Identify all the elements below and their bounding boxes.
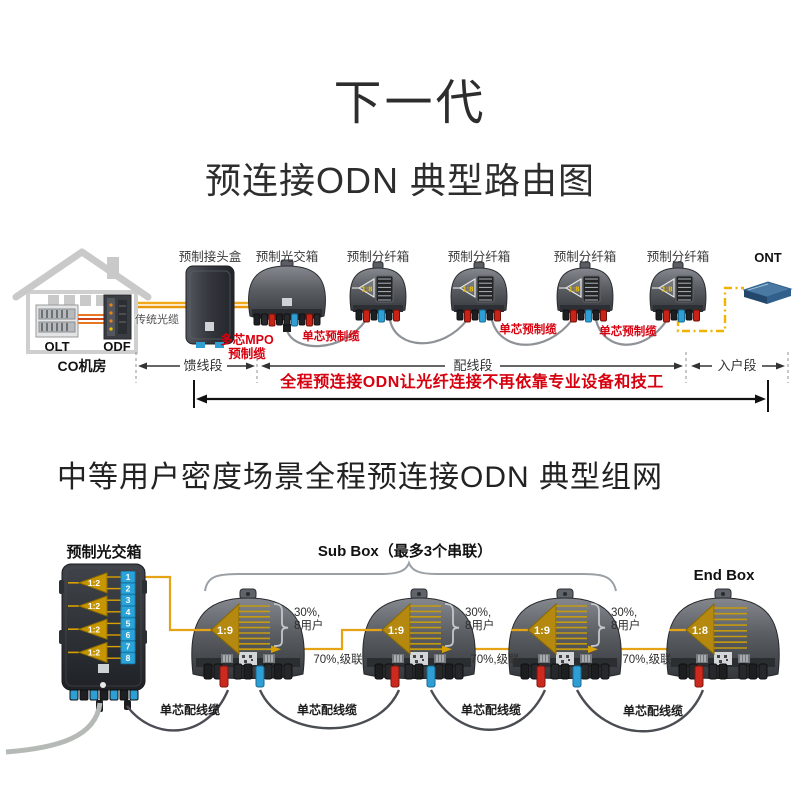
blue-connector (255, 665, 265, 688)
drop-cable-label-4: 单芯配线缆 (622, 704, 684, 718)
sub-box-interiors: 1:9 1:9 (194, 602, 747, 688)
cascade-label-1: 70%,级联 (313, 654, 363, 666)
ratio-label: 1:8 (692, 625, 708, 637)
node-label-dist-box-4: 预制分纤箱 (646, 250, 710, 264)
blue-connector (572, 665, 582, 688)
full-span-arrow (193, 380, 769, 412)
ratio-label: 1:9 (534, 625, 550, 637)
node-label-dist-box-1: 预制分纤箱 (346, 250, 410, 264)
section2-title: 中等用户密度场景全程预连接ODN 典型组网 (57, 461, 663, 494)
drop-cable-label-3: 单芯配线缆 (460, 703, 522, 717)
drop-cable-label-1: 单芯配线缆 (159, 703, 221, 717)
drop-cables (258, 689, 705, 733)
odf-label: ODF (103, 339, 131, 354)
segment-label-drop: 入户段 (717, 358, 757, 373)
subbox-brace (204, 560, 617, 592)
single-cable-label-2: 单芯预制缆 (499, 324, 557, 336)
banner-text: 全程预连接ODN让光纤连接不再依靠专业设备和技工 (280, 374, 664, 391)
single-cable-label-3: 单芯预制缆 (599, 326, 657, 338)
port-number: 5 (126, 618, 131, 628)
tap-pct: 30%, (611, 607, 638, 619)
splitter-ratio: 1:2 (88, 648, 101, 658)
port-number: 6 (126, 630, 131, 640)
mpo-cable-line1: 多芯MPO (220, 333, 274, 347)
red-connector (536, 665, 546, 688)
node-label-cross-cabinet: 预制光交箱 (255, 250, 319, 264)
tap-pct: 30%, (465, 607, 492, 619)
subbox-group-label: Sub Box（最多3个串联） (317, 543, 493, 560)
page-title: 下一代 (333, 77, 487, 130)
blue-connector (426, 665, 436, 688)
mpo-cable-label: 多芯MPO 预制缆 (220, 333, 273, 362)
node-label-dist-box-2: 预制分纤箱 (447, 250, 511, 264)
red-connector (219, 665, 229, 688)
tap-users: 8用户 (294, 619, 324, 632)
endbox-label: End Box (693, 567, 755, 584)
ont-label: ONT (754, 250, 782, 265)
end-box (666, 588, 780, 680)
sub-box-2 (362, 588, 476, 680)
tap-users: 8用户 (611, 619, 641, 632)
odf-cabinet (103, 294, 132, 340)
port-number: 8 (126, 653, 131, 663)
top-diagram: 1:8 1:8 1:8 (12, 248, 793, 412)
segment-label-distribution: 配线段 (453, 358, 493, 373)
cabinet-splitters: 1:2 1:2 1:2 1:2 (68, 572, 121, 664)
ont-device (742, 281, 793, 304)
cascade-label-3: 70%,级联 (622, 654, 672, 666)
tap-users: 8用户 (465, 619, 495, 632)
sub-box-3 (508, 588, 622, 680)
tap-pct: 30%, (294, 607, 321, 619)
olt-device (35, 304, 79, 338)
port-number: 3 (126, 595, 131, 605)
port-number: 1 (126, 572, 131, 582)
cable-nub (283, 324, 291, 332)
distribution-cables (285, 319, 668, 348)
red-connector (390, 665, 400, 688)
splitter-ratio: 1:2 (88, 601, 101, 611)
node-label-joint-box: 预制接头盒 (178, 250, 242, 264)
drop-cable-0 (126, 689, 230, 732)
olt-odf-cables (78, 314, 104, 324)
cross-connect-cabinet: 1:2 1:2 1:2 1:2 1 (59, 563, 147, 712)
ratio-label: 1:9 (388, 625, 404, 637)
co-room-label: CO机房 (57, 358, 107, 374)
mpo-cable-line2: 预制缆 (228, 347, 266, 362)
cabinet-ports: 1 2 3 4 5 6 7 8 (120, 571, 136, 665)
tap-label-3: 30%, 8用户 (611, 607, 640, 632)
segment-dimensions (135, 352, 789, 383)
tap-label-1: 30%, 8用户 (294, 607, 323, 632)
ont-drop-cable (676, 286, 744, 333)
olt-label: OLT (44, 339, 70, 354)
splitter-ratio: 1:2 (88, 624, 101, 634)
ratio-label: 1:8 (463, 285, 474, 294)
joint-box (185, 265, 235, 348)
tap-label-2: 30%, 8用户 (465, 607, 494, 632)
sub-box-1 (191, 588, 305, 680)
single-cable-label-1: 单芯预制缆 (302, 331, 360, 343)
ratio-label: 1:8 (662, 285, 673, 294)
port-number: 7 (126, 642, 131, 652)
ratio-label: 1:9 (217, 625, 233, 637)
dist-box-interiors: 1:8 1:8 1:8 (352, 275, 694, 303)
ratio-label: 1:8 (569, 285, 580, 294)
ratio-label: 1:8 (362, 285, 373, 294)
port-number: 2 (126, 584, 131, 594)
node-label-dist-box-3: 预制分纤箱 (553, 250, 617, 264)
roof (12, 248, 152, 301)
red-connector (694, 665, 704, 688)
fiber-cross-cabinet-dome (248, 259, 326, 327)
feeder-cable (5, 702, 103, 755)
port-number: 4 (126, 607, 131, 617)
bottom-diagram: 1:2 1:2 1:2 1:2 1 (5, 560, 780, 755)
drop-cable-label-2: 单芯配线缆 (296, 703, 358, 717)
page-subtitle: 预连接ODN 典型路由图 (204, 160, 596, 201)
cabinet-label: 预制光交箱 (66, 544, 142, 561)
cascade-label-2: 70%,级联 (470, 654, 520, 666)
segment-label-feeder: 馈线段 (183, 358, 223, 373)
traditional-cable-label: 传统光缆 (135, 314, 179, 326)
splitter-ratio: 1:2 (88, 578, 101, 588)
